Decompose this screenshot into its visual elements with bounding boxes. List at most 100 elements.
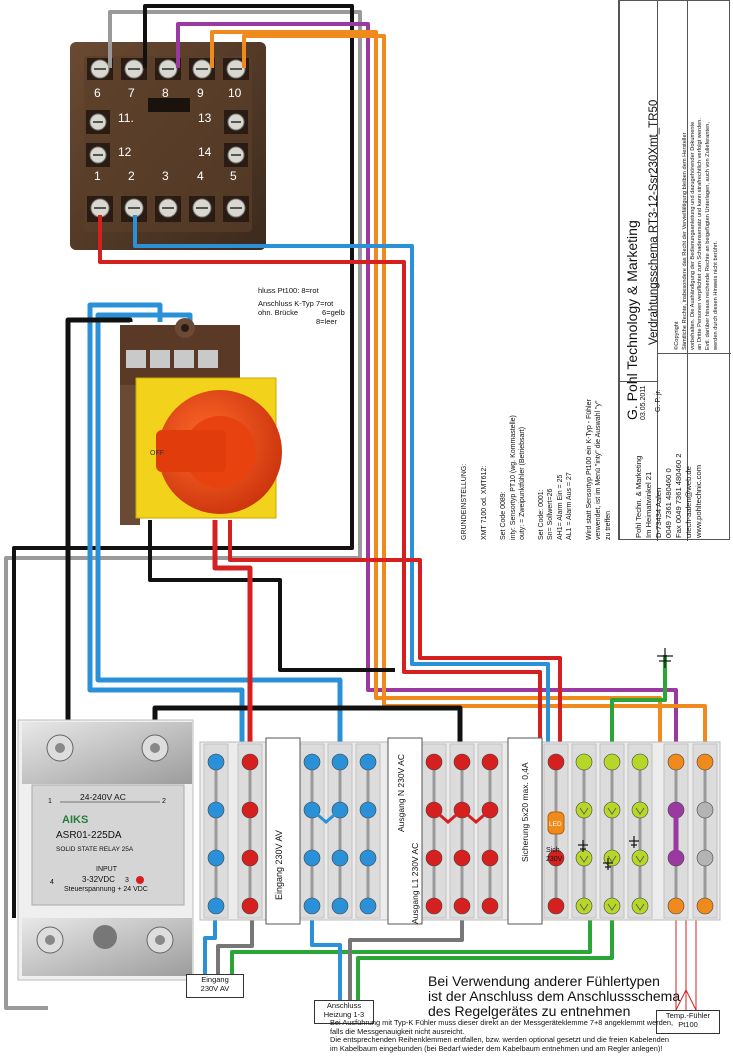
copyright-block: ©Copyright Sämtliche Rechte, insbesonder… [674,118,721,350]
terminal-dot [453,849,471,867]
terminal-dot [331,849,349,867]
terminal-dot [696,801,714,819]
terminal-dot [667,897,685,915]
copyright-line: werden durch diesen Hinweis nicht berühr… [712,240,719,350]
terminal-dot [631,849,649,867]
address-line: Im Heimatwinkel 21 [644,471,653,538]
label-ausgang-n: Ausgang N 230V AC [396,754,406,832]
terminal-dot [331,753,349,771]
terminal-dot [631,753,649,771]
terminal-dot [303,753,321,771]
terminal-dot [696,753,714,771]
settings-line: outy: = Zweipunktfühler (Betriebsart) [519,426,526,540]
screw-icon [155,58,181,80]
company-name: G. Pohl Technology & Marketing [624,220,640,420]
terminal-number: 2 [128,169,135,183]
terminal-dot [696,849,714,867]
label-eingang-230v: Eingang 230V AV [274,830,284,900]
screw-icon [86,110,110,134]
screw-icon [224,143,248,167]
pt100-note: hluss Pt100: 8=rot Anschluss K-Typ 7=rot… [258,286,345,326]
settings-line: zu treffen [604,510,612,540]
note-line: ist der Anschluss dem Anschlussschema [428,988,681,1004]
terminal-dot [603,753,621,771]
ssr-pin: 3 [125,877,129,884]
terminal-dot [575,849,593,867]
terminal-dot [631,801,649,819]
terminal-dot [207,897,225,915]
terminal-dot [696,897,714,915]
terminal-number: 9 [197,86,204,100]
terminal-dot [481,897,499,915]
terminal-number: 14 [198,145,212,159]
label-ausgang-l1: Ausgang L1 230V AC [410,842,420,924]
relay-base: 6 7 8 9 10 11. 13 12 14 1 2 3 4 5 [70,42,266,250]
terminal-dot [241,897,259,915]
note-line: Bei Verwendung anderer Fühlertypen [428,973,660,989]
terminal-number: 10 [228,86,242,100]
terminal-number: 7 [128,86,135,100]
note-line: Die entsprechenden Reihenklemmen entfall… [330,1035,669,1045]
settings-line: Set Code 0089: [500,491,507,540]
terminal-dot [303,849,321,867]
box-line: Eingang [201,975,229,984]
ssr-model: ASR01-225DA [56,830,122,841]
address-line: www.pohltechnic.com [694,464,703,538]
settings-line: AL1 = Alarm Aus = 27 [566,472,573,540]
terminal-dot [241,753,259,771]
terminal-dot [359,753,377,771]
terminal-dot [207,753,225,771]
ssr-control-voltage: Steuerspannung + 24 VDC [64,886,148,893]
terminal-number: 3 [162,169,169,183]
copyright-line: vorbehalten. Die Aushändigung der Bedien… [689,121,696,350]
box-line: Heizung 1-3 [323,1010,365,1019]
ssr-input-range: 3-32VDC [82,875,115,884]
terminal-dot [453,897,471,915]
schema-title: Verdrahtungsschema RT3-12-Ssr230Xmt_TR50 [648,99,660,345]
led-label: LED [549,821,562,828]
screw-icon [223,196,249,222]
screw-icon [121,58,147,80]
terminal-dot [547,753,565,771]
fuse-label: Sich. [546,847,562,854]
fuse-voltage: 230V [546,856,563,863]
terminal-number: 4 [197,169,204,183]
box-line: Anschluss [326,1001,362,1010]
svg-text:OFF: OFF [150,450,164,457]
address-line: Pohl Techn. & Marketing [634,455,643,538]
ssr-pin: 2 [162,798,166,805]
copyright-line: Sämtliche Rechte, insbesondere das Recht… [681,132,688,350]
schema-author: G. P. jr. [655,389,662,412]
pt100-line: Anschluss K-Typ 7=rot [258,299,334,308]
terminal-dot [481,849,499,867]
terminal-dot [303,897,321,915]
terminal-dot [575,897,593,915]
temp-sensor-leads [675,988,697,1011]
terminal-dot [359,849,377,867]
ssr-pin: 4 [50,879,54,886]
pt100-line: hluss Pt100: 8=rot [258,286,319,295]
main-switch: OFF [120,318,282,525]
temp-sensor-box: Temp.-Fühler Pt100 [656,1010,720,1034]
terminal-dot [481,753,499,771]
screw-icon [86,143,110,167]
screw-icon [121,196,147,222]
copyright-title: ©Copyright [674,321,680,350]
address-block: Pohl Techn. & Marketing Im Heimatwinkel … [634,454,704,538]
terminal-dot [241,849,259,867]
terminal-dot [425,897,443,915]
note-line: falls die Messgenauigkeit nicht ausreich… [330,1026,465,1036]
schema-date: 03.05.2011 [640,385,647,420]
screw-icon [155,196,181,222]
box-line: 230V AV [200,984,230,993]
pt100-line: 8=leer [316,317,338,326]
terminal-dot [359,801,377,819]
solid-state-relay: 24-240V AC 1 2 AIKS ASR01-225DA SOLID ST… [17,719,194,981]
label-sicherung: Sicherung 5x20 max. 0,4A [520,762,530,862]
copyright-line: Evtl. darüber hinaus reichende Rechte an… [705,122,712,350]
terminal-number: 13 [198,111,212,125]
terminal-number: 1 [94,169,101,183]
settings-title: GRUNDEINSTELLUNG: [461,463,468,540]
settings-line: Sn= Sollwert=26 [547,488,554,540]
terminal-dot [603,801,621,819]
